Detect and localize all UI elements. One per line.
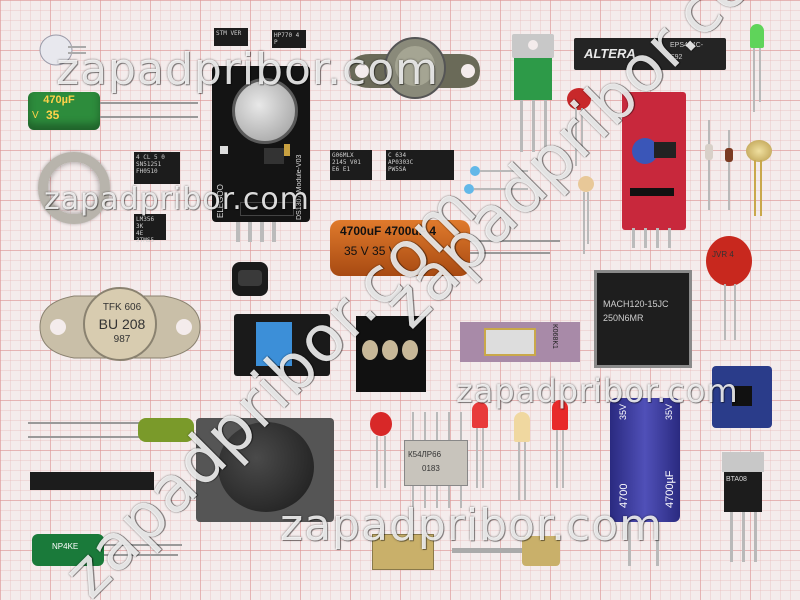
small-cap-label: NP4KE [52,542,79,551]
to220-regulator [512,34,556,154]
blue-potentiometer-module [234,314,330,376]
mach-line2: 250N6MR [603,313,644,323]
to3-line1: TFK 606 [102,302,142,313]
orange-cap-label: 4700uF 4700uF 4 [340,224,437,238]
joystick-module [196,418,334,522]
sensor-module [622,92,686,230]
blue-cap-label-2: 4700 [618,483,630,508]
mach-chip: MACH120-15JC 250N6MR [594,270,692,368]
blue-led-1 [470,166,530,176]
small-green-capacitor: NP4KE [32,532,182,568]
diode [704,120,714,210]
green-led [748,24,768,114]
photoresistor [578,176,594,256]
watermark-left: zapadpribor.com [44,182,310,217]
metal-ring [38,152,110,224]
blue-capacitor: 4700µF 4700 35V 35V [610,398,682,568]
varistor-label: JVR 4 [712,250,734,259]
ceramic-dip: K068K1 [460,322,580,362]
sip-resistor-network [30,472,154,490]
rtc-module: ELEGOO DS1307-Module-V03 [212,66,310,222]
red-disc-capacitor [565,88,595,168]
mach-line1: MACH120-15JC [603,299,669,309]
blue-cap-label: 4700µF [664,470,676,508]
thermostat [340,36,490,106]
blue-led-2 [464,184,530,194]
altera-chip: ALTERA EPS464C- E92 [574,38,726,70]
orange-cap-label-2: 35 V 35 V [344,244,397,258]
red-led-2 [470,402,490,490]
dip-label: K068K1 [551,324,558,349]
varistor: JVR 4 [706,236,756,346]
altera-brand: ALTERA [584,46,636,61]
amber-led [512,412,532,502]
watermark-top: zapadpribor.com [56,44,439,95]
red-led-3 [550,400,570,490]
altera-part2: E92 [670,54,683,61]
potentiometer [452,536,562,566]
inductor [232,262,268,296]
red-led-1 [366,412,396,492]
altera-part: EPS464C- [670,42,704,49]
metal-can-line2: 0183 [422,464,440,473]
cap-label-3: V [32,110,39,121]
triac-label: BTA08 [726,476,747,483]
to3-transistor: TFK 606 BU 208 987 [34,280,206,374]
clear-led [38,32,86,68]
to3-line2: BU 208 [98,316,146,332]
to3-line3: 987 [113,334,131,345]
glass-diode [724,130,734,210]
film-capacitor [28,414,194,446]
to220-triac: BTA08 [722,452,766,564]
green-capacitor: 470µF 35 V [28,92,198,132]
terminal-block [356,316,426,392]
cap-label-1: 470µF [43,94,75,106]
metal-flatpack-ic: К54ЛР66 0183 [404,412,468,508]
soic-chip-b: HP770 4 P [272,30,306,48]
small-sensor-board [712,366,772,428]
watermark-middle-right: zapadpribor.com [456,372,739,410]
soic-chip-a: STM VER [214,28,248,46]
metal-transistor [744,140,774,220]
watermark-bottom: zapadpribor.com [280,500,663,551]
metal-can-line1: К54ЛР66 [408,450,442,459]
orange-capacitor: 4700uF 4700uF 4 35 V 35 V [330,218,560,278]
gold-hybrid-ic [372,534,434,570]
cap-label-2: 35 [46,108,60,122]
